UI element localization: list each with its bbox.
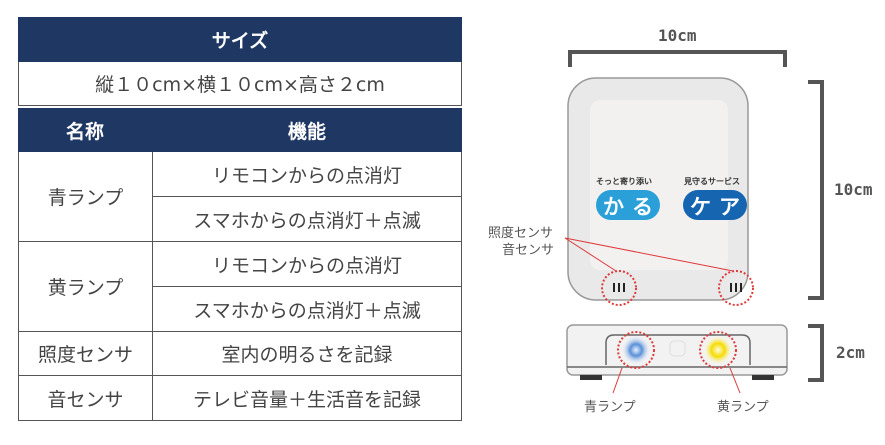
- sensor-label-sound: 音センサ: [502, 243, 555, 258]
- height-label: 10cm: [834, 180, 873, 199]
- row-function: 室内の明るさを記録: [153, 332, 462, 376]
- size-header: サイズ: [18, 17, 462, 62]
- yellow-lamp: [703, 335, 733, 365]
- table-row: 青ランプ リモコンからの点消灯 スマホからの点消灯＋点滅: [18, 152, 462, 242]
- row-function: スマホからの点消灯＋点滅: [153, 287, 462, 332]
- width-bracket: [568, 50, 787, 67]
- depth-label: 2cm: [836, 343, 865, 362]
- sensor-callout-left: [601, 270, 637, 306]
- logo-left-blob: [596, 190, 660, 220]
- size-value: 縦１０cm×横１０cm×高さ２cm: [18, 62, 462, 106]
- yellow-lamp-label: 黄ランプ: [717, 400, 769, 415]
- table-row: 音センサ テレビ音量＋生活音を記録: [18, 376, 462, 421]
- row-name: 音センサ: [18, 376, 153, 421]
- logo-right-blob: [683, 190, 747, 220]
- sensor-label-light: 照度センサ: [488, 226, 554, 241]
- row-function: リモコンからの点消灯: [153, 242, 462, 287]
- logo-right-text: ケア: [690, 195, 748, 219]
- width-label: 10cm: [658, 26, 697, 45]
- row-function: スマホからの点消灯＋点滅: [153, 197, 462, 242]
- col-header-function: 機能: [152, 108, 462, 152]
- row-name: 照度センサ: [18, 332, 153, 376]
- blue-lamp-label: 青ランプ: [584, 400, 636, 415]
- row-name: 青ランプ: [18, 152, 153, 242]
- table-row: 黄ランプ リモコンからの点消灯 スマホからの点消灯＋点滅: [18, 242, 462, 332]
- height-bracket: [808, 80, 824, 300]
- row-function: リモコンからの点消灯: [153, 152, 462, 197]
- col-header-name: 名称: [18, 108, 152, 152]
- logo-tagline-left: そっと寄り添い: [596, 177, 652, 186]
- spec-table: サイズ 縦１０cm×横１０cm×高さ２cm 名称 機能 青ランプ リモコンからの…: [18, 17, 462, 421]
- logo-left-text: かる: [603, 195, 661, 219]
- device-top-face: [590, 100, 728, 270]
- table-row: 照度センサ 室内の明るさを記録: [18, 332, 462, 376]
- row-name: 黄ランプ: [18, 242, 153, 332]
- blue-lamp: [621, 335, 651, 365]
- logo-tagline-right: 見守るサービス: [684, 177, 740, 186]
- depth-bracket: [808, 324, 824, 382]
- sensor-callout-right: [718, 270, 754, 306]
- row-function: テレビ音量＋生活音を記録: [153, 376, 462, 421]
